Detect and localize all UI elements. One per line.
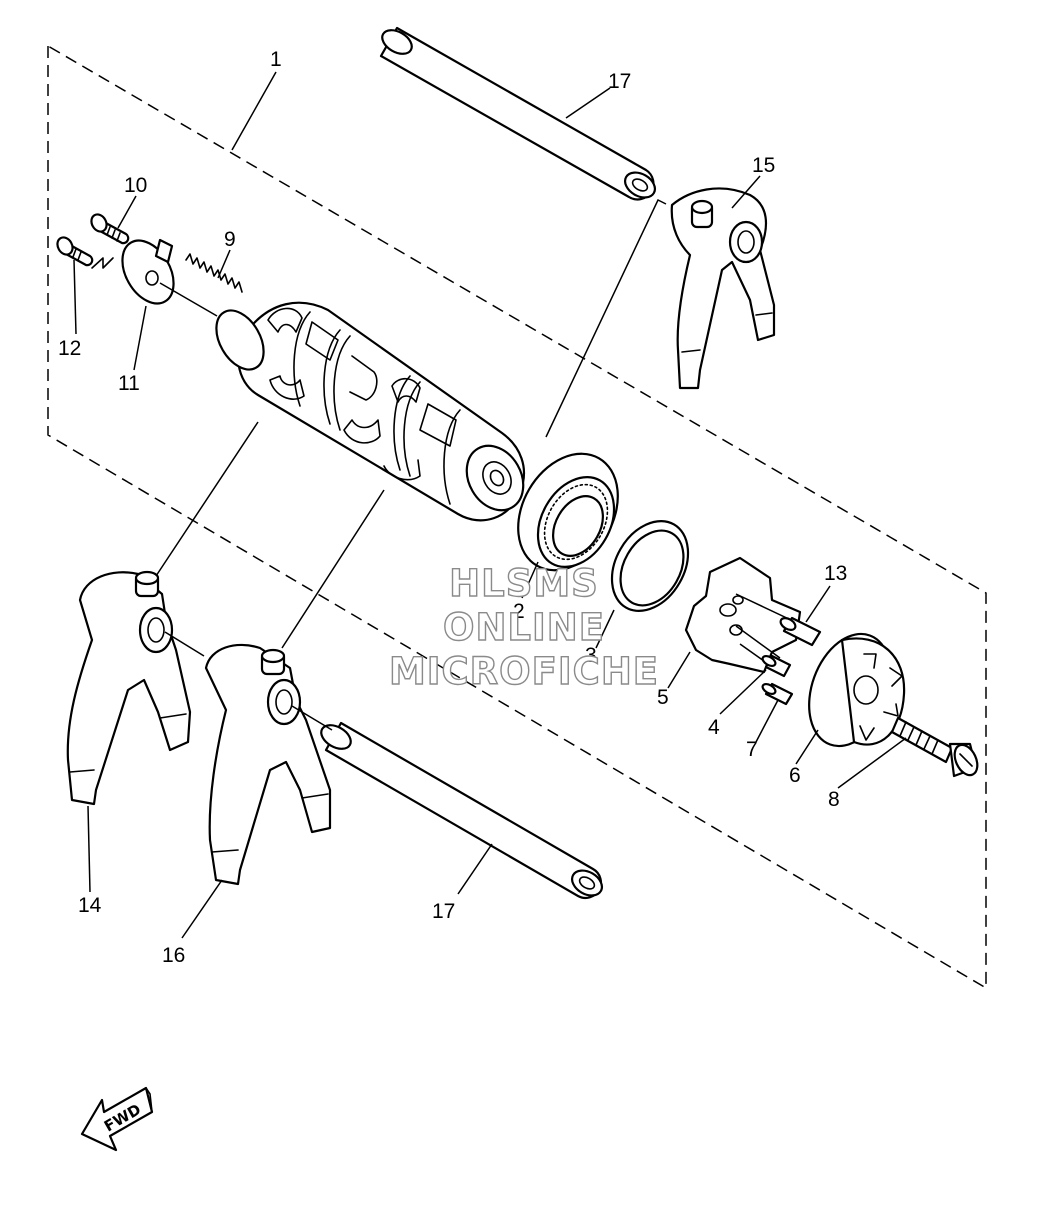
pin-guide-line-b <box>735 625 781 659</box>
callout-17-upper: 17 <box>608 70 631 93</box>
fork-middle-to-drum-line <box>281 489 385 649</box>
fork-guide-bar-upper[interactable] <box>378 25 659 202</box>
fork-left-to-bar-line <box>164 631 205 657</box>
bearing[interactable] <box>498 436 638 588</box>
leader-8 <box>837 737 907 789</box>
callout-12: 12 <box>58 337 81 360</box>
countersunk-screw[interactable] <box>890 716 982 779</box>
leader-13 <box>805 585 831 623</box>
dowel-pin-7[interactable] <box>761 682 794 706</box>
shift-fork-upper[interactable] <box>670 187 776 390</box>
stopper-axis-line <box>159 282 218 317</box>
fork-upper-to-drum-line <box>545 198 667 438</box>
callout-15: 15 <box>752 154 775 177</box>
callout-17-lower: 17 <box>432 900 455 923</box>
leader-17-lower <box>457 843 493 895</box>
callout-8: 8 <box>828 788 840 811</box>
callout-6: 6 <box>789 764 801 787</box>
leader-12 <box>73 259 77 335</box>
leader-11 <box>133 305 147 371</box>
shift-drum-segment[interactable] <box>794 623 906 758</box>
callout-1: 1 <box>270 48 282 71</box>
callout-10: 10 <box>124 174 147 197</box>
callout-2: 2 <box>513 600 525 623</box>
leader-3 <box>595 609 615 649</box>
leader-14 <box>87 805 91 893</box>
leader-7 <box>755 699 779 743</box>
screw-12[interactable] <box>54 235 94 267</box>
fork-left-to-drum-line <box>155 421 259 577</box>
callout-5: 5 <box>657 686 669 709</box>
leader-1 <box>231 71 277 151</box>
fork-guide-bar-lower[interactable] <box>317 720 606 900</box>
callout-14: 14 <box>78 894 102 917</box>
leader-4 <box>719 669 767 715</box>
leader-5 <box>667 651 691 689</box>
fork-middle-to-bar-line <box>291 705 333 731</box>
callout-9: 9 <box>224 228 236 251</box>
shift-drum[interactable] <box>207 301 535 522</box>
callout-7: 7 <box>746 738 758 761</box>
leader-9 <box>217 249 231 279</box>
leader-15 <box>731 175 761 209</box>
dowel-pin-4[interactable] <box>761 654 792 678</box>
callout-3: 3 <box>585 644 597 667</box>
leader-16 <box>181 879 223 939</box>
callout-16: 16 <box>162 944 185 967</box>
watermark-line-1: HLSMS <box>449 562 599 605</box>
assembly-group-outline <box>47 45 987 990</box>
leader-10 <box>117 195 137 229</box>
forward-direction-icon: FWD <box>80 1086 154 1152</box>
stopper-plate[interactable] <box>112 232 184 313</box>
callout-11: 11 <box>118 372 140 395</box>
dowel-pin-13[interactable] <box>779 616 822 647</box>
leader-2 <box>521 561 539 599</box>
leader-6 <box>795 729 819 765</box>
circlip[interactable] <box>597 507 704 624</box>
spring[interactable] <box>185 253 243 293</box>
leader-17-upper <box>565 87 611 119</box>
callout-13: 13 <box>824 562 847 585</box>
shift-fork-middle[interactable] <box>204 643 332 886</box>
callout-4: 4 <box>708 716 720 739</box>
watermark-line-3: MICROFICHE <box>389 650 659 693</box>
watermark-line-2: ONLINE <box>443 606 605 649</box>
segment-plate[interactable] <box>684 556 802 674</box>
shift-fork-left[interactable] <box>66 570 192 806</box>
screw-10[interactable] <box>88 212 130 245</box>
step-marker <box>91 257 114 269</box>
